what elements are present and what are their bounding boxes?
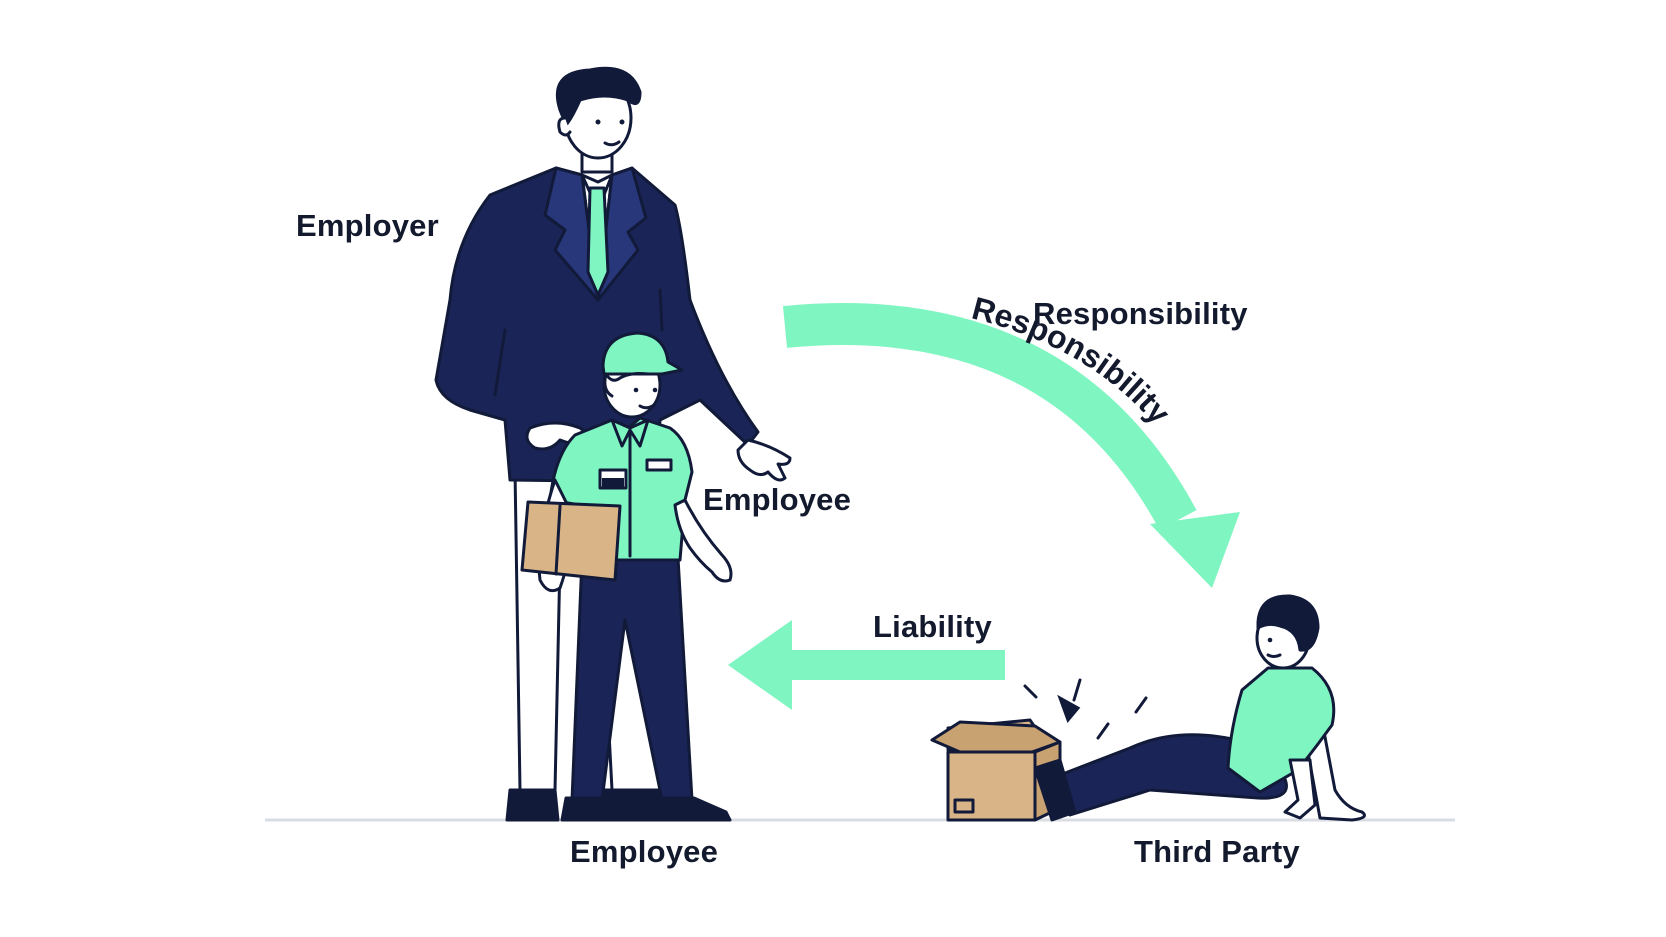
responsibility-label: Responsibility — [1033, 296, 1248, 331]
employee-side-label: Employee — [703, 482, 852, 517]
third-party-figure — [1033, 594, 1366, 822]
employer-label: Employer — [296, 208, 439, 243]
employee-figure — [520, 331, 733, 822]
liability-arrow — [728, 620, 1005, 710]
impact-marks — [1023, 678, 1148, 740]
employee-bottom-label: Employee — [570, 834, 719, 869]
responsibility-arrow — [782, 303, 1240, 588]
third-party-label: Third Party — [1134, 834, 1300, 869]
liability-label: Liability — [873, 609, 992, 644]
